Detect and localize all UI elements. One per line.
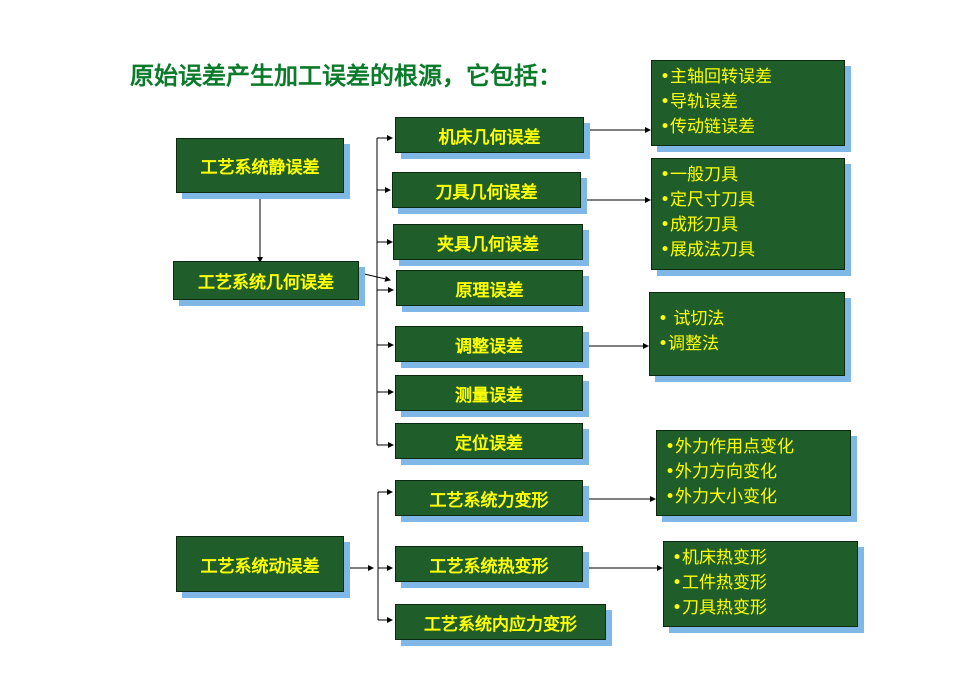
- geometric-item: 定位误差: [395, 423, 583, 459]
- dynamic-item: 工艺系统力变形: [395, 480, 583, 516]
- list-item: •机床热变形: [672, 548, 768, 568]
- thermal-deformation-detail-list: •机床热变形 •工件热变形 •刀具热变形: [663, 541, 858, 627]
- force-deformation-detail-list: •外力作用点变化 •外力方向变化 •外力大小变化: [656, 430, 851, 516]
- cutting-tool-detail-list: •一般刀具 •定尺寸刀具 •成形刀具 •展成法刀具: [651, 158, 845, 270]
- geometric-item: 刀具几何误差: [392, 172, 581, 208]
- geometric-item: 原理误差: [396, 270, 583, 306]
- static-error-box: 工艺系统静误差: [176, 138, 344, 193]
- geometric-item: 测量误差: [395, 375, 583, 411]
- list-item: •外力大小变化: [665, 487, 778, 507]
- list-item: •调整法: [658, 334, 720, 354]
- list-item: •外力方向变化: [665, 462, 778, 482]
- machine-tool-detail-list: •主轴回转误差 •导轨误差 •传动链误差: [651, 60, 845, 146]
- list-item: •传动链误差: [660, 117, 756, 137]
- list-item: •刀具热变形: [672, 598, 768, 618]
- dynamic-error-box: 工艺系统动误差: [176, 536, 344, 592]
- list-item: • 试切法: [658, 309, 725, 329]
- adjustment-detail-list: • 试切法 •调整法: [649, 292, 845, 376]
- list-item: •展成法刀具: [660, 240, 756, 260]
- list-item: •导轨误差: [660, 92, 739, 112]
- geometric-error-box: 工艺系统几何误差: [173, 261, 359, 300]
- dynamic-item: 工艺系统内应力变形: [395, 604, 606, 640]
- list-item: •工件热变形: [672, 573, 768, 593]
- geometric-item: 机床几何误差: [395, 117, 584, 153]
- list-item: •一般刀具: [660, 165, 739, 185]
- page-title: 原始误差产生加工误差的根源，它包括：: [130, 62, 562, 90]
- dynamic-item: 工艺系统热变形: [395, 546, 583, 582]
- list-item: •外力作用点变化: [665, 437, 795, 457]
- list-item: •主轴回转误差: [660, 67, 773, 87]
- list-item: •定尺寸刀具: [660, 190, 756, 210]
- geometric-item: 夹具几何误差: [393, 224, 583, 260]
- list-item: •成形刀具: [660, 215, 739, 235]
- geometric-item: 调整误差: [395, 326, 583, 362]
